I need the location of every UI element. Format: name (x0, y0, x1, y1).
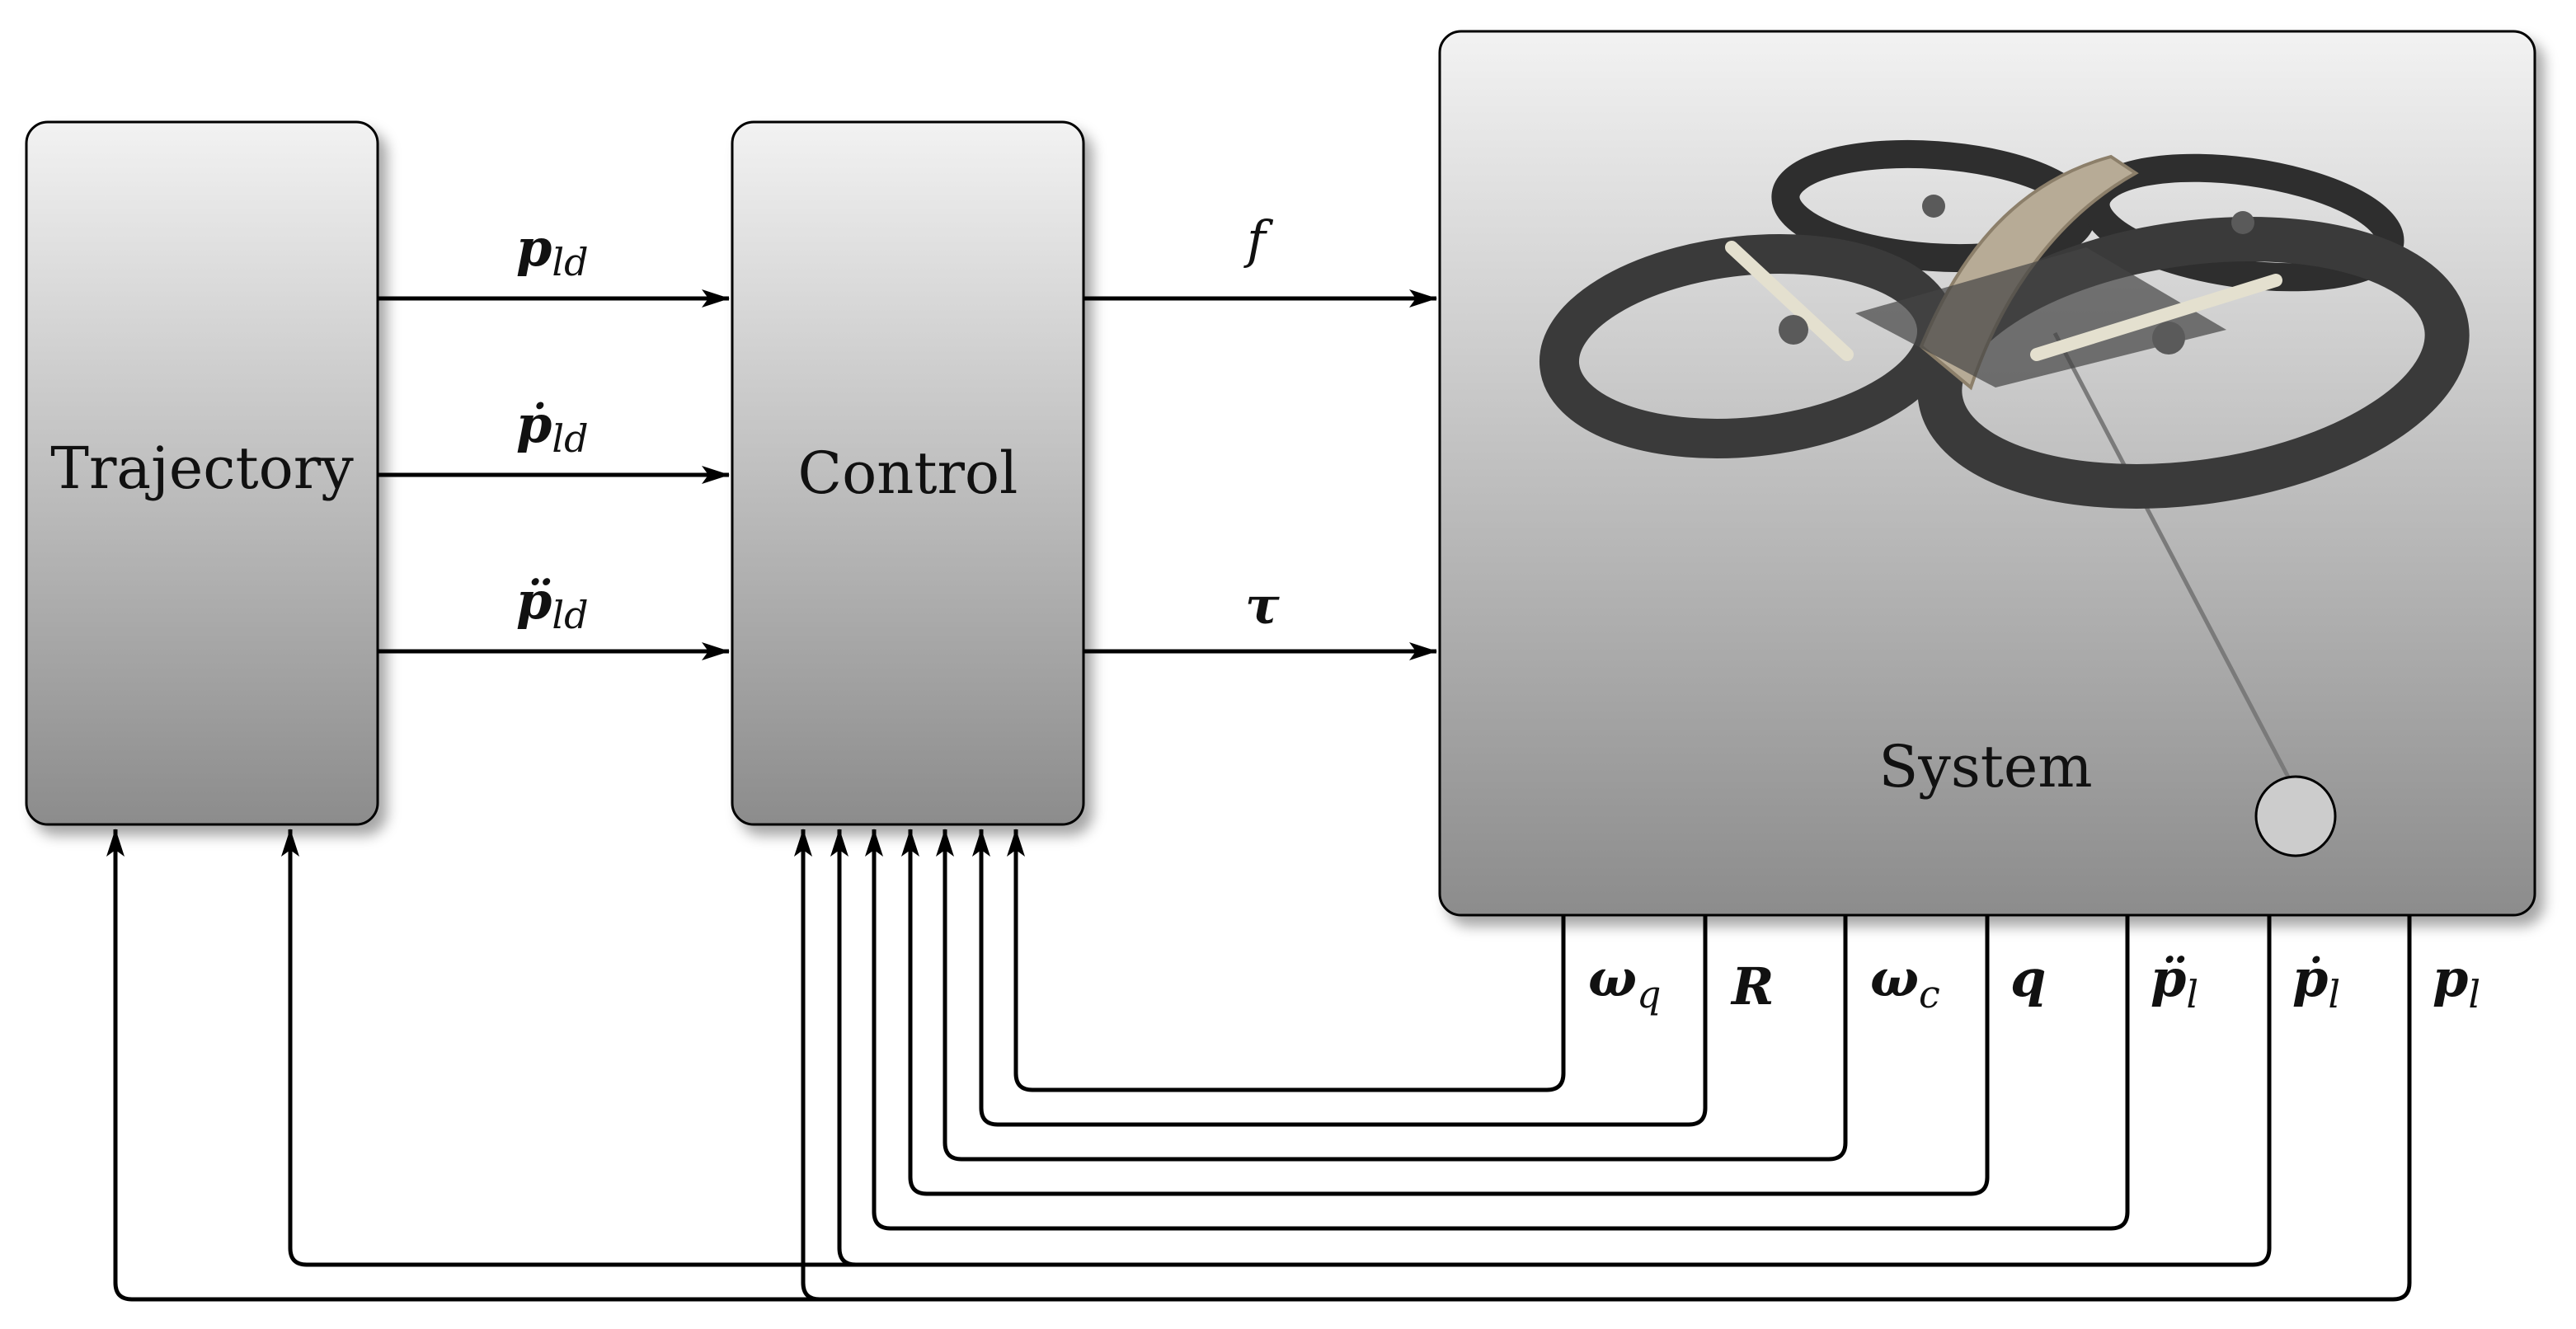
system-label: System (1878, 733, 2092, 801)
payload-mass (2254, 775, 2337, 857)
trajectory-label: Trajectory (50, 434, 354, 502)
control-block: Control (731, 120, 1085, 826)
forward-connections (378, 289, 1437, 660)
feedback-connections (106, 829, 2412, 1302)
signal-label-p-ld: pld (516, 218, 589, 284)
signal-label-omega-c: ωc (1870, 948, 1940, 1017)
signal-label-p-ld-dot: ṗld (516, 394, 589, 461)
trajectory-block: Trajectory (25, 120, 379, 826)
signal-label-R: R (1730, 956, 1775, 1017)
signal-label-f: f (1243, 209, 1274, 270)
signal-label-omega-q: ωq (1588, 948, 1662, 1017)
signal-label-p-l: pl (2433, 948, 2480, 1017)
signal-label-tau: τ (1245, 575, 1280, 636)
signal-label-p-l-ddot: p̈l (2151, 948, 2198, 1017)
signal-label-p-l-dot: ṗl (2292, 948, 2340, 1017)
signal-label-p-ld-ddot: p̈ld (516, 571, 589, 637)
quadrotor-drone-image (1539, 139, 2470, 787)
signal-label-q: q (2010, 948, 2046, 1008)
system-block: System (1438, 30, 2536, 917)
control-label: Control (798, 439, 1018, 507)
